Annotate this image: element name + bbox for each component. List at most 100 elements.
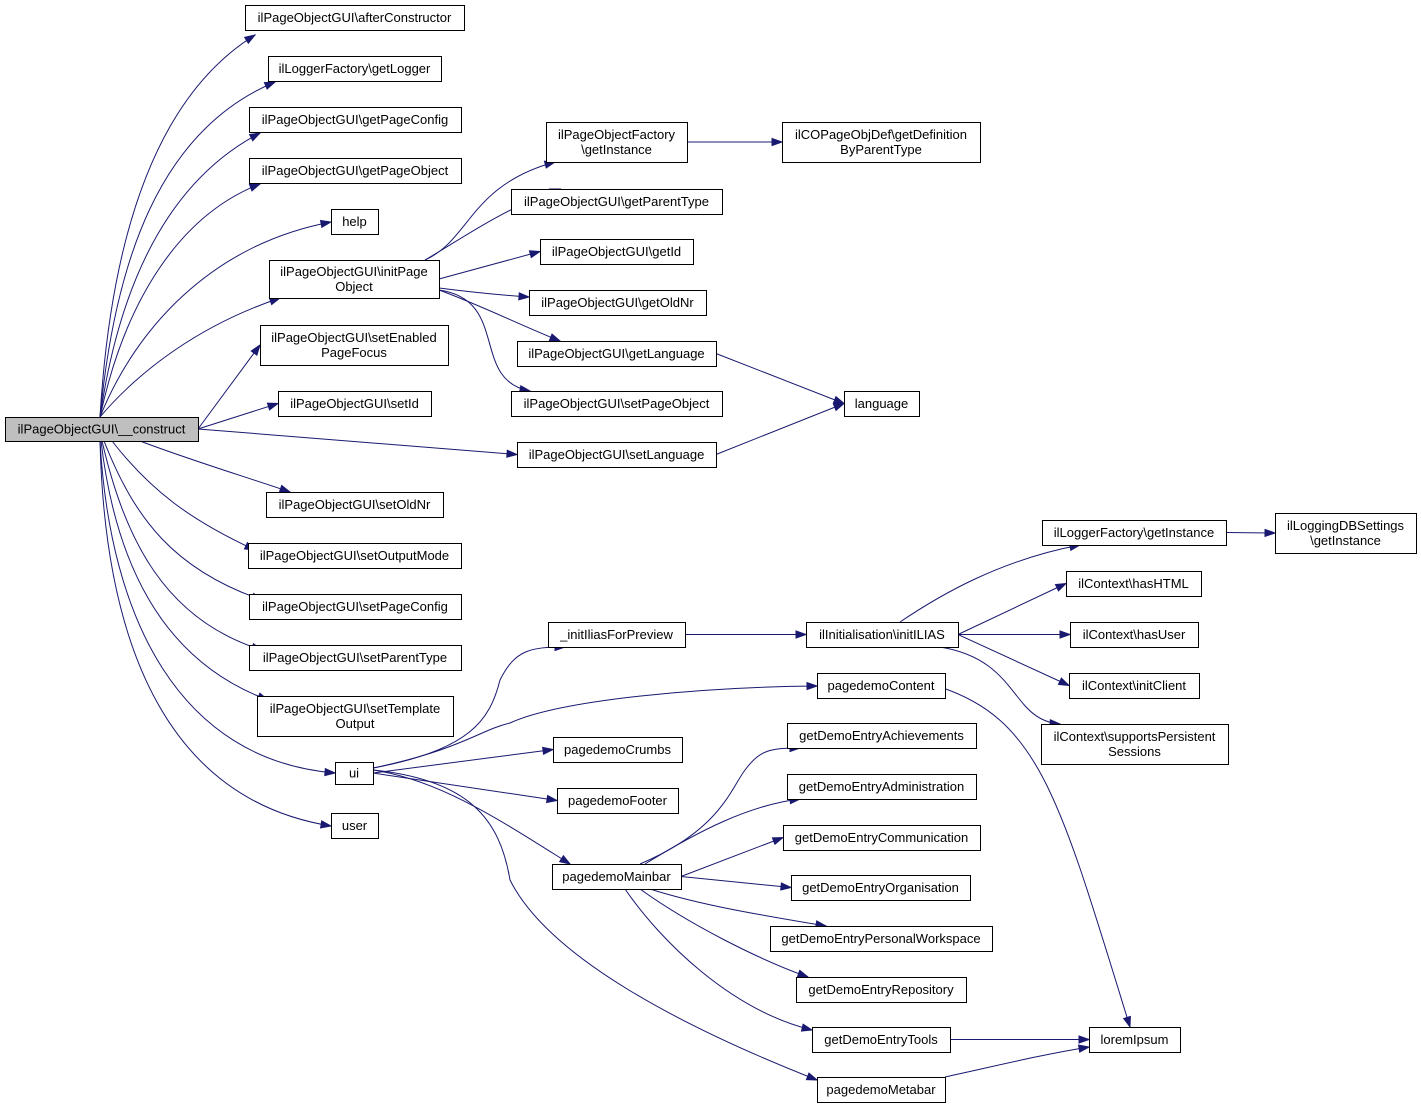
node-setId[interactable]: ilPageObjectGUI\setId (278, 391, 432, 417)
arrowhead-icon (800, 1023, 814, 1032)
edge-setLanguage-to-language (715, 402, 846, 455)
node-label: ilPageObjectGUI\__construct (18, 422, 186, 437)
node-box (529, 290, 707, 316)
node-label: pagedemoCrumbs (564, 742, 671, 757)
node-box (1042, 520, 1227, 546)
node-initClient[interactable]: ilContext\initClient (1069, 673, 1200, 699)
edge-line (372, 772, 558, 801)
node-box (1089, 1027, 1181, 1053)
node-box (783, 825, 981, 851)
node-box (557, 788, 679, 814)
arrowhead-icon (506, 449, 519, 458)
node-box (812, 1027, 951, 1053)
node-pagedemoMetabar[interactable]: pagedemoMetabar (817, 1077, 946, 1103)
node-label: ilContext\hasUser (1083, 627, 1186, 642)
node-box (5, 417, 199, 442)
node-hasUser[interactable]: ilContext\hasUser (1070, 622, 1199, 648)
node-personalWorkspace[interactable]: getDemoEntryPersonalWorkspace (770, 926, 993, 952)
edge-tools-to-loremIpsum (950, 1035, 1091, 1044)
edge-initPageObject-to-getLanguage (438, 289, 562, 342)
node-setOutputMode[interactable]: ilPageObjectGUI\setOutputMode (248, 543, 462, 569)
node-label: getDemoEntryAchievements (799, 728, 964, 743)
edge-line (639, 747, 801, 865)
edge-line (372, 769, 818, 1081)
node-setPageObject[interactable]: ilPageObjectGUI\setPageObject (511, 391, 723, 417)
node-box (331, 813, 379, 839)
node-getLogger[interactable]: ilLoggerFactory\getLogger (268, 56, 442, 82)
node-getPageObject[interactable]: ilPageObjectGUI\getPageObject (249, 158, 462, 184)
node-initIlias[interactable]: _initIliasForPreview (548, 622, 686, 648)
node-box (249, 594, 462, 620)
edge-line (100, 440, 269, 701)
node-getPageConfig[interactable]: ilPageObjectGUI\getPageConfig (249, 107, 462, 133)
node-label: ilPageObjectGUI\getParentType (524, 194, 709, 209)
arrowhead-icon (528, 250, 542, 259)
arrowhead-icon (263, 81, 277, 90)
node-pagedemoCrumbs[interactable]: pagedemoCrumbs (553, 737, 683, 763)
node-label: ilPageObjectGUI\getLanguage (528, 346, 704, 361)
node-setOldNr[interactable]: ilPageObjectGUI\setOldNr (266, 492, 444, 518)
arrowhead-icon (780, 882, 793, 891)
edge-construct-to-setOldNr (139, 440, 292, 493)
node-tools[interactable]: getDemoEntryTools (812, 1027, 951, 1053)
node-loremIpsum[interactable]: loremIpsum (1089, 1027, 1181, 1053)
node-help[interactable]: help (331, 209, 379, 235)
node-label: Output (335, 716, 374, 731)
node-label: pagedemoMetabar (826, 1082, 936, 1097)
node-achievements[interactable]: getDemoEntryAchievements (787, 723, 977, 749)
node-organisation[interactable]: getDemoEntryOrganisation (791, 875, 971, 901)
node-setLanguage[interactable]: ilPageObjectGUI\setLanguage (517, 442, 717, 468)
node-pagedemoContent[interactable]: pagedemoContent (817, 673, 946, 699)
edge-pagedemoMetabar-to-loremIpsum (944, 1044, 1091, 1078)
node-setParentType[interactable]: ilPageObjectGUI\setParentType (249, 645, 462, 671)
node-label: pagedemoMainbar (562, 869, 671, 884)
node-box (787, 774, 977, 800)
edge-construct-to-ui (99, 440, 337, 777)
node-label: loremIpsum (1101, 1032, 1169, 1047)
node-loggerGetInstance[interactable]: ilLoggerFactory\getInstance (1042, 520, 1227, 546)
node-repository[interactable]: getDemoEntryRepository (796, 977, 967, 1003)
node-box (517, 341, 717, 367)
edge-initPageObject-to-getOldNr (438, 287, 531, 301)
node-hasHTML[interactable]: ilContext\hasHTML (1066, 571, 1202, 597)
node-setPageConfig[interactable]: ilPageObjectGUI\setPageConfig (249, 594, 462, 620)
node-getOldNr[interactable]: ilPageObjectGUI\getOldNr (529, 290, 707, 316)
node-label: ilContext\supportsPersistent (1054, 729, 1216, 744)
node-loggingDB[interactable]: ilLoggingDBSettings\getInstance (1275, 513, 1417, 554)
edge-construct-to-setTemplateOutput (100, 440, 270, 701)
node-getParentType[interactable]: ilPageObjectGUI\getParentType (511, 189, 723, 215)
node-pagedemoMainbar[interactable]: pagedemoMainbar (552, 864, 682, 890)
node-initILIAS[interactable]: ilInitialisation\initILIAS (806, 622, 959, 648)
node-user[interactable]: user (331, 813, 379, 839)
node-factoryGetInstance[interactable]: ilPageObjectFactory\getInstance (546, 122, 688, 163)
edge-line (99, 81, 276, 418)
arrowhead-icon (771, 836, 785, 846)
node-box (245, 5, 465, 31)
edge-pagedemoContent-to-loremIpsum (939, 686, 1131, 1029)
node-label: user (342, 818, 368, 833)
node-communication[interactable]: getDemoEntryCommunication (783, 825, 981, 851)
node-construct[interactable]: ilPageObjectGUI\__construct (5, 417, 199, 442)
node-label: ilPageObjectGUI\setOutputMode (260, 548, 449, 563)
node-language[interactable]: language (844, 391, 920, 417)
edge-initILIAS-to-hasUser (958, 630, 1072, 639)
edge-line (438, 289, 561, 342)
node-pagedemoFooter[interactable]: pagedemoFooter (557, 788, 679, 814)
node-administration[interactable]: getDemoEntryAdministration (787, 774, 977, 800)
node-getId[interactable]: ilPageObjectGUI\getId (540, 239, 694, 265)
arrowhead-icon (796, 969, 810, 978)
node-ui[interactable]: ui (335, 762, 374, 785)
edge-pagedemoMainbar-to-organisation (680, 876, 793, 891)
node-getLanguage[interactable]: ilPageObjectGUI\getLanguage (517, 341, 717, 367)
node-label: getDemoEntryPersonalWorkspace (781, 931, 980, 946)
edge-line (715, 353, 845, 404)
edge-line (939, 686, 1131, 1028)
node-afterConstructor[interactable]: ilPageObjectGUI\afterConstructor (245, 5, 465, 31)
node-label: PageFocus (321, 345, 387, 360)
edge-construct-to-setOutputMode (111, 440, 257, 551)
